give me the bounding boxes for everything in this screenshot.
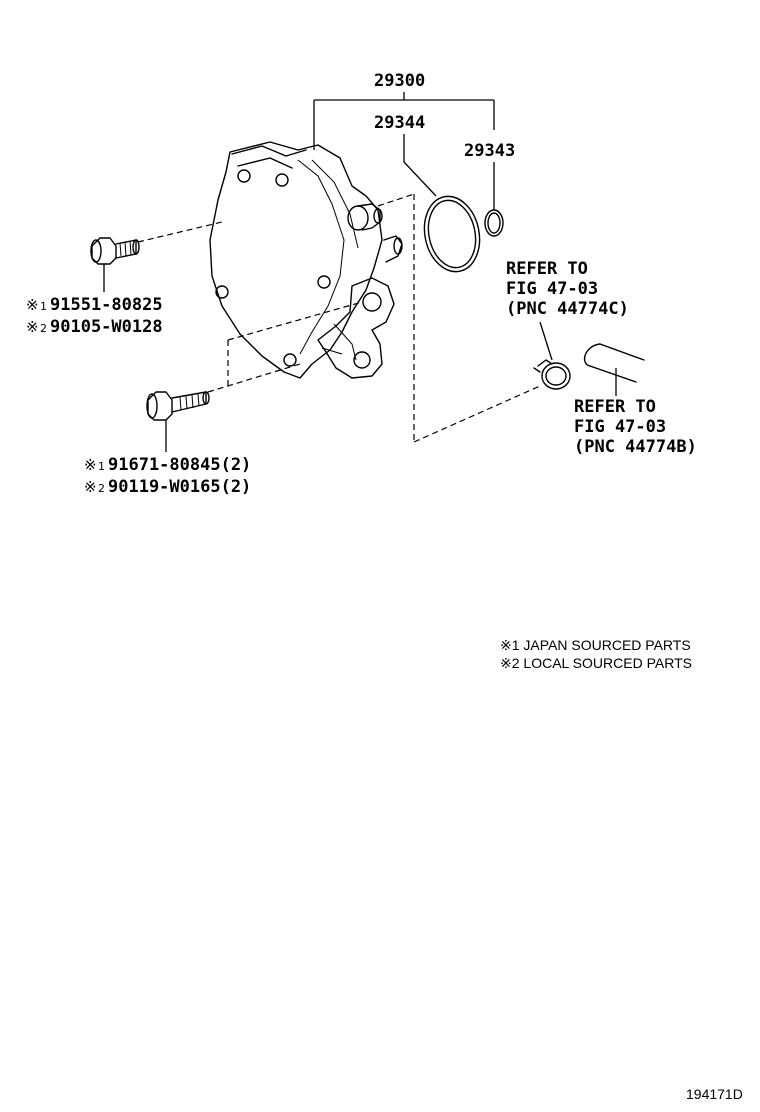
refer-b-line2: FIG 47-03 [574, 417, 666, 437]
legend-japan-sourced: ※1 JAPAN SOURCED PARTS [500, 637, 691, 653]
upper-bolt-num-1: 1 [40, 300, 47, 313]
leader-lines [103, 92, 617, 452]
legend-local-sourced: ※2 LOCAL SOURCED PARTS [500, 655, 692, 671]
bolt-upper[interactable] [90, 237, 140, 265]
lower-bolt-num-1: 1 [98, 460, 105, 473]
upper-bolt-num-2: 2 [40, 322, 47, 335]
callout-29343: 29343 [464, 141, 515, 161]
lower-bolt-mark-2: ※ [84, 478, 97, 496]
oring-small[interactable] [484, 209, 504, 237]
oring-large[interactable] [418, 191, 487, 277]
refer-b-line3: (PNC 44774B) [574, 437, 697, 457]
lower-bolt-part-local: 90119-W0165(2) [108, 477, 251, 497]
lower-bolt-num-2: 2 [98, 482, 105, 495]
refer-b-line1: REFER TO [574, 397, 656, 417]
upper-bolt-part-local: 90105-W0128 [50, 317, 163, 337]
upper-bolt-part-japan: 91551-80825 [50, 295, 163, 315]
upper-bolt-mark-1: ※ [26, 296, 39, 314]
vacuum-pump-assembly[interactable] [209, 141, 403, 379]
vacuum-hose[interactable] [583, 343, 645, 383]
lower-bolt-mark-1: ※ [84, 456, 97, 474]
figure-id: 194171D [686, 1086, 743, 1102]
hose-clamp[interactable] [533, 359, 571, 390]
refer-c-line2: FIG 47-03 [506, 279, 598, 299]
lower-bolt-part-japan: 91671-80845(2) [108, 455, 251, 475]
assembly-guide-lines [137, 193, 541, 443]
refer-c-line1: REFER TO [506, 259, 588, 279]
bolt-lower[interactable] [146, 391, 210, 421]
callout-29344: 29344 [374, 113, 425, 133]
upper-bolt-mark-2: ※ [26, 318, 39, 336]
callout-29300: 29300 [374, 71, 425, 91]
refer-c-line3: (PNC 44774C) [506, 299, 629, 319]
